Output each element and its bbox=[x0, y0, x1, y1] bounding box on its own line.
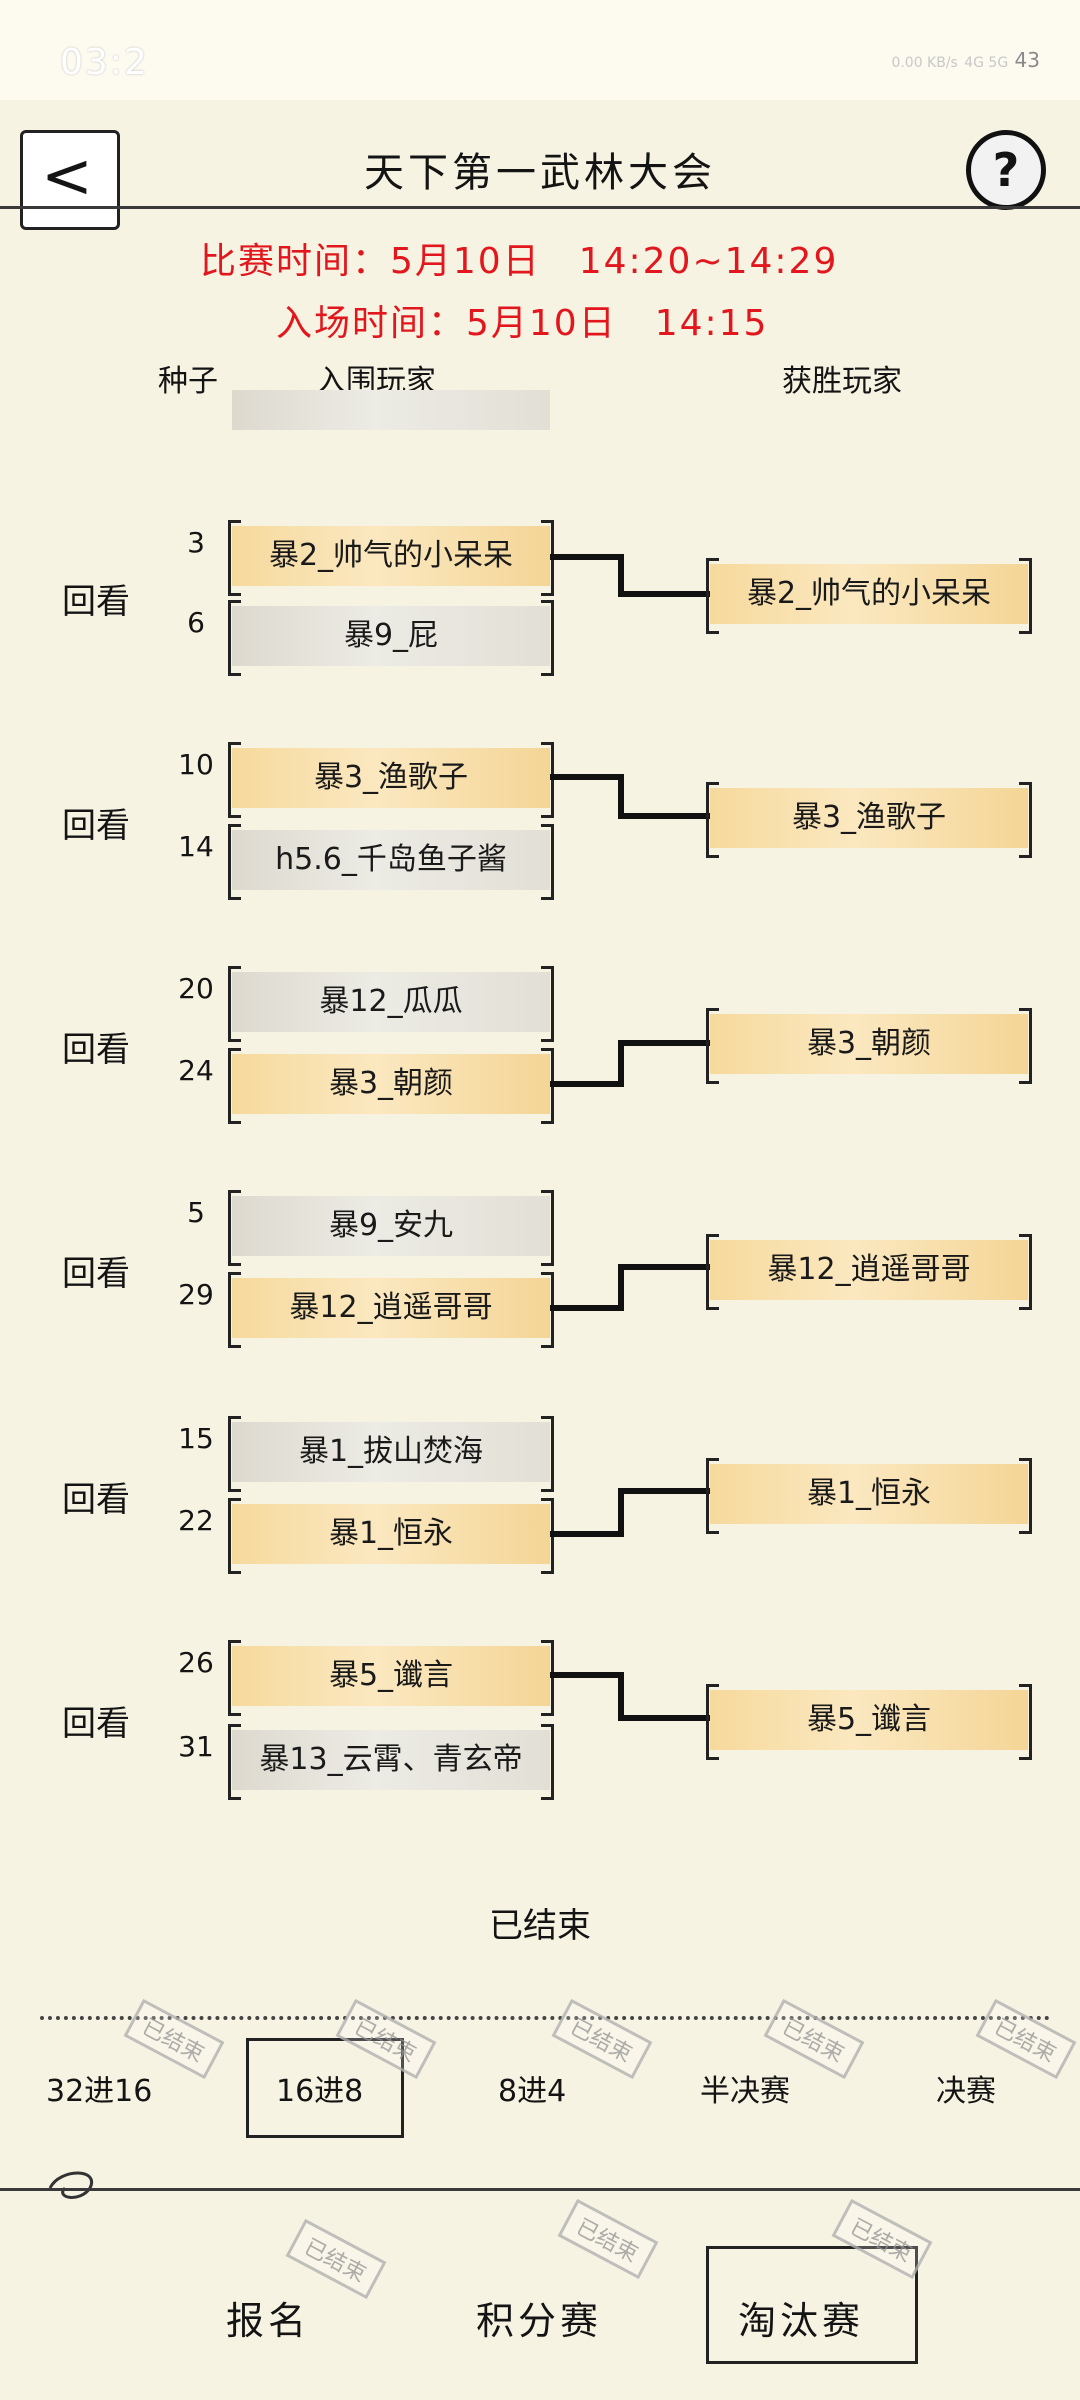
bracket-line bbox=[618, 1264, 624, 1311]
bracket-line bbox=[550, 774, 622, 780]
player-slot-winner[interactable]: 暴3_朝颜 bbox=[228, 1048, 554, 1124]
player-slot[interactable]: h5.6_千岛鱼子酱 bbox=[228, 824, 554, 900]
seed-number: 3 bbox=[187, 526, 205, 559]
seed-number: 31 bbox=[178, 1730, 214, 1763]
tournament-status: 已结束 bbox=[489, 1906, 591, 1946]
bracket-line bbox=[550, 1305, 622, 1311]
column-header-seed: 种子 bbox=[158, 364, 218, 399]
bracket-line bbox=[618, 554, 624, 597]
bracket-line bbox=[550, 554, 622, 560]
net-speed: 0.00 KB/s bbox=[891, 55, 958, 71]
battery-level: 43 bbox=[1014, 48, 1040, 72]
winner-slot[interactable]: 暴5_谶言 bbox=[706, 1684, 1032, 1760]
bracket-line bbox=[618, 1672, 624, 1721]
bracket-line bbox=[618, 1040, 624, 1087]
round-tab-final[interactable]: 决赛 bbox=[936, 2074, 996, 2109]
seed-number: 22 bbox=[178, 1504, 214, 1537]
player-slot-winner[interactable]: 暴5_谶言 bbox=[228, 1640, 554, 1716]
winner-slot[interactable]: 暴2_帅气的小呆呆 bbox=[706, 558, 1032, 634]
replay-button[interactable]: 回看 bbox=[62, 1254, 130, 1294]
help-button[interactable]: ? bbox=[966, 130, 1046, 210]
seed-number: 29 bbox=[178, 1278, 214, 1311]
bracket-line bbox=[618, 813, 710, 819]
back-chevron-icon: < bbox=[41, 139, 93, 212]
player-slot-winner[interactable]: 暴2_帅气的小呆呆 bbox=[228, 520, 554, 596]
round-tabs-divider bbox=[40, 2016, 1050, 2020]
status-time: 03:2 bbox=[60, 42, 149, 83]
seed-number: 10 bbox=[178, 748, 214, 781]
replay-button[interactable]: 回看 bbox=[62, 806, 130, 846]
scrolled-slot bbox=[232, 390, 550, 430]
ended-stamp: 已结束 bbox=[285, 2218, 387, 2300]
seed-number: 20 bbox=[178, 972, 214, 1005]
header-divider bbox=[0, 206, 1080, 209]
replay-button[interactable]: 回看 bbox=[62, 1704, 130, 1744]
seed-number: 24 bbox=[178, 1054, 214, 1087]
winner-slot[interactable]: 暴12_逍遥哥哥 bbox=[706, 1234, 1032, 1310]
round-tab-32-16[interactable]: 32进16 bbox=[46, 2074, 153, 2109]
player-slot[interactable]: 暴9_屁 bbox=[228, 600, 554, 676]
bottom-tab-points-match[interactable]: 积分赛 bbox=[476, 2299, 603, 2343]
match-time: 比赛时间：5月10日 14:20~14:29 bbox=[200, 241, 839, 282]
bottom-tab-signup[interactable]: 报名 bbox=[226, 2299, 311, 2343]
bracket-line bbox=[618, 591, 710, 597]
player-slot-winner[interactable]: 暴1_恒永 bbox=[228, 1498, 554, 1574]
status-bar bbox=[0, 0, 1080, 100]
bracket-line bbox=[550, 1672, 622, 1678]
bracket-line bbox=[618, 1488, 710, 1494]
winner-slot[interactable]: 暴3_朝颜 bbox=[706, 1008, 1032, 1084]
seed-number: 15 bbox=[178, 1422, 214, 1455]
round-tab-semifinal[interactable]: 半决赛 bbox=[700, 2074, 790, 2109]
replay-button[interactable]: 回看 bbox=[62, 1480, 130, 1520]
signal-icon: 4G 5G bbox=[964, 55, 1009, 71]
status-indicators: 0.00 KB/s 4G 5G 43 bbox=[891, 48, 1040, 72]
round-tab-8-4[interactable]: 8进4 bbox=[498, 2074, 567, 2109]
bracket-line bbox=[618, 1715, 710, 1721]
winner-slot[interactable]: 暴1_恒永 bbox=[706, 1458, 1032, 1534]
column-header-winner: 获胜玩家 bbox=[782, 364, 902, 399]
winner-slot[interactable]: 暴3_渔歌子 bbox=[706, 782, 1032, 858]
seed-number: 26 bbox=[178, 1646, 214, 1679]
bracket-line bbox=[618, 1040, 710, 1046]
bracket-line bbox=[550, 1081, 622, 1087]
page-title: 天下第一武林大会 bbox=[364, 150, 716, 196]
bracket-line bbox=[618, 1264, 710, 1270]
ended-stamp: 已结束 bbox=[551, 1998, 653, 2080]
bracket-line bbox=[618, 774, 624, 819]
round-tab-selected-frame bbox=[246, 2038, 404, 2138]
bottom-tab-knockout[interactable]: 淘汰赛 bbox=[738, 2299, 865, 2343]
seed-number: 6 bbox=[187, 606, 205, 639]
bottom-tab-selected-frame bbox=[706, 2246, 918, 2364]
replay-button[interactable]: 回看 bbox=[62, 1030, 130, 1070]
player-slot[interactable]: 暴9_安九 bbox=[228, 1190, 554, 1266]
player-slot-winner[interactable]: 暴12_逍遥哥哥 bbox=[228, 1272, 554, 1348]
player-slot[interactable]: 暴1_拔山焚海 bbox=[228, 1416, 554, 1492]
replay-button[interactable]: 回看 bbox=[62, 582, 130, 622]
entry-time: 入场时间：5月10日 14:15 bbox=[276, 303, 769, 344]
round-tab-16-8[interactable]: 16进8 bbox=[276, 2074, 364, 2109]
seed-number: 14 bbox=[178, 830, 214, 863]
brush-divider bbox=[48, 2171, 94, 2199]
player-slot[interactable]: 暴12_瓜瓜 bbox=[228, 966, 554, 1042]
back-button[interactable]: < bbox=[20, 130, 120, 230]
seed-number: 5 bbox=[187, 1196, 205, 1229]
bracket-line bbox=[550, 1531, 622, 1537]
player-slot[interactable]: 暴13_云霄、青玄帝 bbox=[228, 1724, 554, 1800]
bottom-divider bbox=[0, 2188, 1080, 2191]
player-slot-winner[interactable]: 暴3_渔歌子 bbox=[228, 742, 554, 818]
bracket-line bbox=[618, 1488, 624, 1537]
